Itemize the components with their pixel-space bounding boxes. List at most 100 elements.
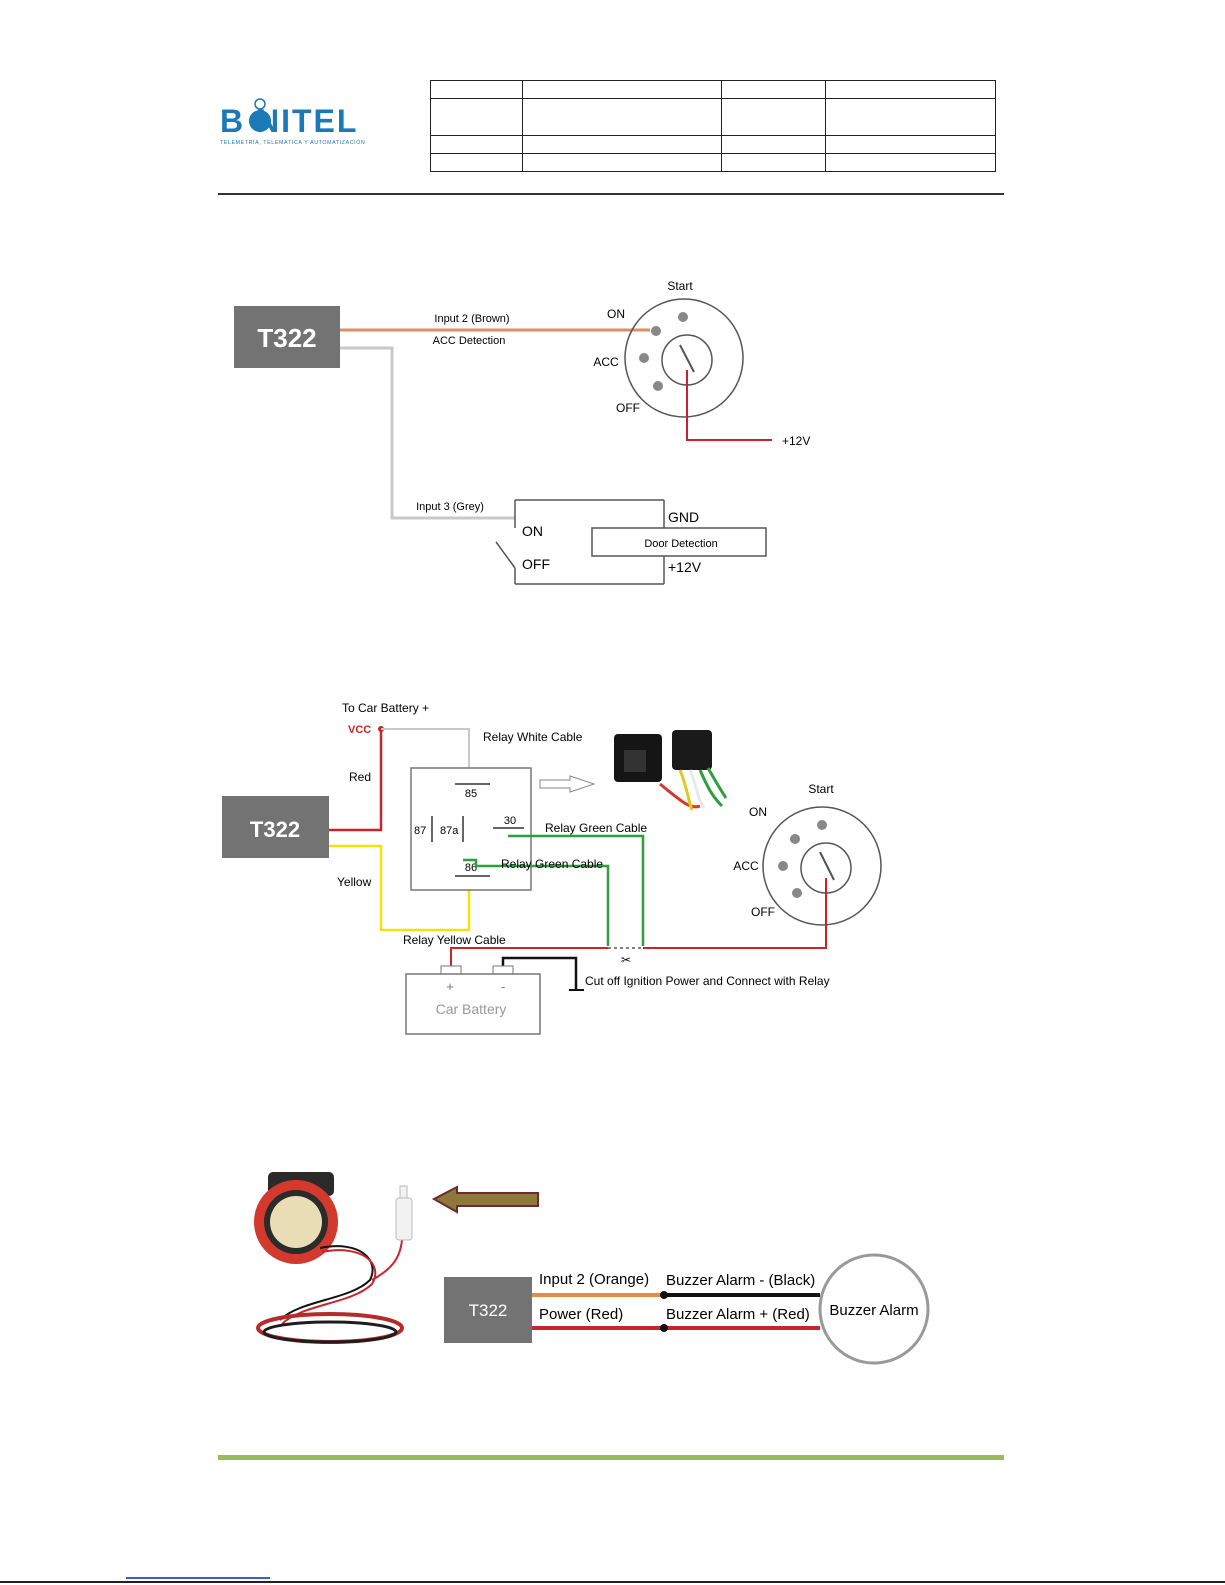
ignition-switch (624, 298, 744, 418)
diagram-acc-door: T322 Input 2 (Brown) ACC Detection Start… (234, 279, 810, 585)
header-cell (430, 98, 523, 136)
ignition-start-label: Start (808, 782, 834, 796)
footer-link-underline (126, 1577, 270, 1579)
buzzer-alarm-circle (818, 1253, 930, 1365)
door-detection-label: Door Detection (644, 538, 717, 550)
buzzer-alarm-label: Buzzer Alarm (829, 1302, 918, 1319)
bonitel-logo: B NITEL TELEMETRÍA, TELEMÁTICA Y AUTOMAT… (220, 98, 365, 146)
power-red-label: Power (Red) (539, 1306, 623, 1323)
pin30-label: 30 (504, 815, 516, 827)
buzzer-connector-pin (399, 1185, 408, 1199)
vcc-label: VCC (348, 724, 371, 736)
buzzer-photo (254, 1172, 413, 1344)
ground-wire (501, 956, 578, 990)
ignition-switch (762, 806, 882, 926)
buzzer-cone (270, 1196, 322, 1248)
contact-dot (639, 353, 649, 363)
contact-dot (678, 312, 688, 322)
plus12v-label: +12V (782, 434, 810, 448)
contact-dot (778, 861, 788, 871)
relay-box (410, 767, 532, 891)
buzzer-cable (279, 1245, 374, 1321)
relay-photo-socket (624, 750, 646, 772)
switch-on-label: ON (522, 523, 543, 539)
yellow-wire-label: Yellow (337, 875, 372, 889)
page-bottom-line (0, 1581, 1225, 1583)
header-cell (521, 98, 723, 136)
buzzer-connector (395, 1197, 413, 1241)
header-table-row (430, 98, 996, 136)
grey-wire (340, 346, 515, 520)
battery-plus-terminal (440, 965, 462, 975)
plus12v-wire (686, 370, 772, 441)
logo-wordmark: B NITEL (220, 103, 358, 139)
header-table-row (430, 134, 996, 154)
switch-blade (495, 541, 516, 569)
relay-photo-wire (688, 769, 706, 809)
red-wire (329, 729, 383, 832)
ignition-key (679, 344, 695, 373)
buzzer-lead (371, 1239, 403, 1281)
contact-dot (651, 326, 661, 336)
contact-dot (790, 834, 800, 844)
ignition-feed-wire (643, 878, 827, 949)
relay-photo-wire (706, 767, 728, 799)
buzzer-cable (281, 1249, 377, 1325)
acc-detection-label: ACC Detection (433, 335, 506, 347)
gnd-label: GND (668, 509, 699, 525)
arrow-to-relay-photo (539, 775, 596, 793)
battery-positive-wire (450, 947, 608, 966)
to-car-battery-label: To Car Battery + (342, 701, 429, 715)
ignition-acc-label: ACC (593, 355, 619, 369)
ignition-start-label: Start (667, 279, 693, 293)
header-cell (521, 152, 723, 173)
device-box (234, 306, 340, 368)
battery-minus-terminal (492, 965, 514, 975)
switch-off-label: OFF (522, 556, 550, 572)
battery-plus-label: + (446, 979, 454, 994)
wire-label-input2: Input 2 (Brown) (434, 313, 509, 325)
relay-photo-wire (678, 769, 694, 811)
header-cell (825, 98, 996, 136)
relay-yellow-cable-label: Relay Yellow Cable (403, 933, 506, 947)
junction-node (660, 1324, 668, 1332)
ignition-key (819, 851, 835, 881)
pin86-label: 86 (465, 862, 477, 874)
pin85-label: 85 (465, 788, 477, 800)
green-wire-87a (463, 858, 610, 946)
car-battery-box (405, 973, 541, 1035)
contact-dot (792, 888, 802, 898)
header-cell (721, 98, 827, 136)
relay-photo-connector (672, 730, 712, 770)
wire-label-input3: Input 3 (Grey) (416, 501, 484, 513)
footer-divider (218, 1455, 1004, 1460)
ignition-off-label: OFF (751, 905, 775, 919)
relay-white-cable-label: Relay White Cable (483, 730, 583, 744)
device-label: T322 (469, 1301, 508, 1320)
ignition-on-label: ON (607, 307, 625, 321)
relay-photo-wire (698, 769, 724, 808)
device-label: T322 (250, 817, 300, 842)
scissors-icon: ✂ (621, 953, 631, 967)
cut-off-note: Cut off Ignition Power and Connect with … (585, 974, 830, 988)
logo-globe-icon (249, 110, 271, 132)
logo-tagline: TELEMETRÍA, TELEMÁTICA Y AUTOMATIZACIÓN (220, 139, 365, 146)
battery-minus-label: - (501, 979, 505, 994)
header-table-row (430, 152, 996, 173)
device-box (444, 1277, 532, 1343)
diagram-relay: T322 To Car Battery + VCC Red Relay Whit… (222, 701, 882, 1035)
diagram-buzzer: T322 Input 2 (Orange) Power (Red) Buzzer… (254, 1172, 930, 1365)
relay-green-cable-label-2: Relay Green Cable (501, 857, 603, 871)
red-wire-label: Red (349, 770, 371, 784)
pointer-arrow-icon (431, 1185, 539, 1214)
contact-dot (817, 820, 827, 830)
door-plus12v-label: +12V (668, 559, 702, 575)
ignition-on-label: ON (749, 805, 767, 819)
relay-green-cable-label-1: Relay Green Cable (545, 821, 647, 835)
yellow-wire (329, 844, 471, 932)
relay-photo (614, 730, 728, 811)
buzzer-cable-coil (262, 1320, 398, 1344)
header-divider (218, 193, 1004, 195)
pin87-label: 87 (414, 825, 426, 837)
